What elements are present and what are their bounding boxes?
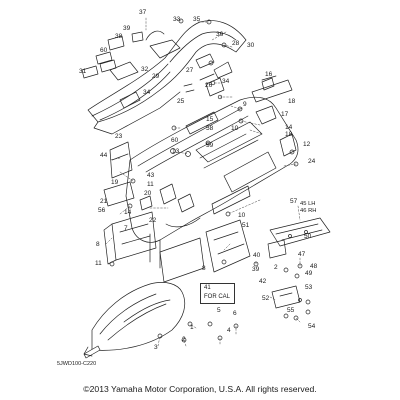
callout: 13 [172,148,180,155]
callout: 57 [290,198,298,205]
callout: 8 [96,241,100,248]
callout: 36 [216,31,224,38]
callout: 43 [147,172,155,179]
callout: 40 [253,252,261,259]
callout: 10 [238,212,246,219]
callout: 21 [100,198,108,205]
callout: 31 [79,68,87,75]
callout: 37 [139,9,147,16]
callout: 11 [95,260,102,267]
callout: 59 [206,142,214,149]
key-side: RH [308,208,317,214]
callout: 23 [115,133,123,140]
callout: 52 [262,295,270,302]
callout: 2 [182,336,186,343]
leader-lines [105,17,301,347]
callout: 15 [206,116,214,123]
for-cal-number: 41 [204,285,211,291]
fender-exploded-view [81,17,331,359]
callout: 14 [124,209,132,216]
callout: 25 [177,98,185,105]
callout: 34 [143,89,151,96]
for-cal-box: 41 FOR CAL [200,283,235,304]
fasteners-drawing [109,18,311,343]
callout: 17 [281,111,289,118]
callout: 54 [308,323,316,330]
callout: 24 [308,158,316,165]
callout: 27 [186,67,194,74]
callout: 22 [149,217,157,224]
callout: 16 [265,71,273,78]
callout: 9 [243,101,247,108]
callout: 39 [123,25,131,32]
battery-box-drawing [103,141,157,265]
for-cal-text: FOR CAL [204,294,231,300]
callout: 39 [252,266,260,273]
callout: 34 [222,78,230,85]
callout: 18 [285,131,293,138]
callout: 20 [144,190,152,197]
callout: 30 [247,42,255,49]
callout: 14 [285,124,293,131]
key-side: LH [308,201,316,207]
callout: 58 [206,125,214,132]
callout: 32 [141,66,149,73]
callout: 42 [259,278,267,285]
key-number: 46 [300,208,307,214]
diagram-code: 5JWD100-C220 [57,361,97,367]
callout: 56 [98,207,106,214]
callout: 26 [205,82,213,89]
callout: 3 [154,344,158,351]
callout: 51 [242,222,250,229]
callout: 35 [193,16,201,23]
callout: 48 [310,263,318,270]
side-bracket-drawing [267,217,331,259]
callout: 12 [303,141,311,148]
callout: 60 [100,47,108,54]
callout: 5 [217,307,221,314]
callout: 2 [274,264,278,271]
callout: 7 [124,225,128,232]
front-arrow-icon [83,345,101,359]
callout: 10 [231,125,239,132]
copyright-notice: ©2013 Yamaha Motor Corporation, U.S.A. A… [83,384,317,394]
callout: 55 [287,307,295,314]
callout: 49 [305,270,313,277]
callout: 38 [115,33,123,40]
seat-pads-drawing [81,31,144,79]
callout: 29 [152,73,160,80]
callout: 60 [171,137,179,144]
callout: 11 [147,181,154,188]
callout: 8 [202,265,206,272]
callout: 33 [173,16,181,23]
callout: 47 [298,251,306,258]
front-fender-drawing [91,282,186,351]
key-number: 45 [300,201,307,207]
callout: 53 [305,284,313,291]
mudflap-drawing [159,219,251,283]
side-key: 45 LH 46 RH [300,201,316,215]
callout: 6 [233,310,237,317]
callout: 4 [227,327,231,334]
rear-cowl-drawing [87,20,247,135]
callout: 18 [288,98,296,105]
callout: 44 [100,152,108,159]
callout: 19 [111,179,119,186]
callout: 50 [304,233,312,240]
callout: 1 [190,324,194,331]
callout: 28 [232,40,240,47]
reflector-bracket-drawing [271,285,301,309]
